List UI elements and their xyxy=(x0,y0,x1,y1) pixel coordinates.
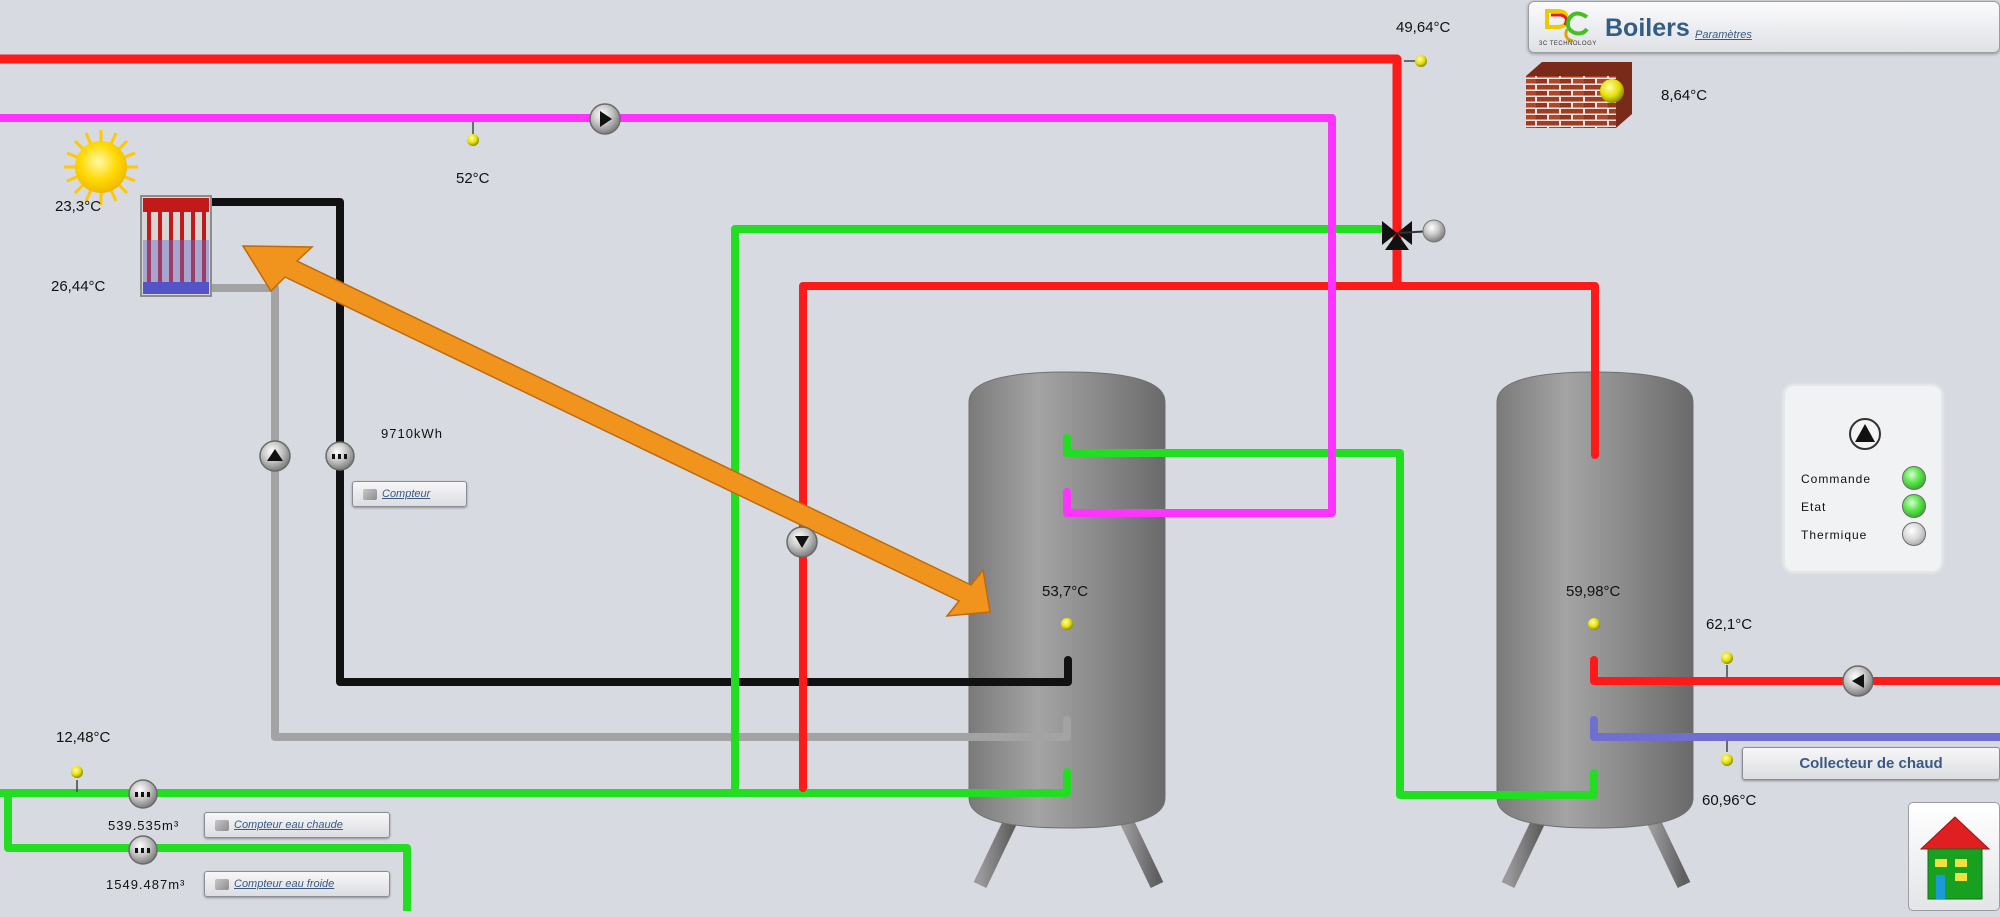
flow-meter-icon[interactable] xyxy=(128,835,158,865)
solar-transfer-arrow xyxy=(241,245,991,617)
commande-led xyxy=(1902,466,1926,490)
temp-heating-line: 52°C xyxy=(456,170,490,187)
temperature-sensor-icon xyxy=(1721,652,1733,677)
flow-meter-icon[interactable] xyxy=(128,779,158,809)
compteur-button-label: Compteur xyxy=(382,488,431,500)
logo-text: 3C TECHNOLOGY xyxy=(1539,41,1597,47)
flow-meter-icon[interactable] xyxy=(325,441,355,471)
temp-tank-1: 53,7°C xyxy=(1042,583,1089,600)
solar-panel-icon xyxy=(140,195,212,297)
meter-icon xyxy=(363,488,377,500)
cold-water-volume: 1549.487m³ xyxy=(106,877,186,892)
pipe-green-main xyxy=(0,768,1071,797)
temperature-sensor-icon xyxy=(1588,618,1600,630)
temp-solar-panel: 26,44°C xyxy=(51,278,106,295)
tank-2 xyxy=(1496,371,1694,889)
header-panel: 3C TECHNOLOGY Boilers Paramètres xyxy=(1528,1,2000,53)
temperature-sensor-icon xyxy=(1404,55,1427,67)
parameters-link[interactable]: Paramètres xyxy=(1695,29,1752,41)
temperature-sensor-icon xyxy=(467,122,479,146)
hot-water-volume: 539.535m³ xyxy=(108,818,180,833)
temp-cold-water: 12,48°C xyxy=(56,729,111,746)
temp-hot-out: 62,1°C xyxy=(1706,616,1753,633)
thermique-label: Thermique xyxy=(1801,528,1868,542)
collecteur-label: Collecteur de chaud xyxy=(1799,755,1943,772)
pump-icon[interactable] xyxy=(589,103,621,135)
pipe-blue-return xyxy=(1590,716,2000,741)
pipe-green-riser xyxy=(731,225,1384,797)
meter-icon xyxy=(215,878,229,890)
compteur-eau-chaude-button[interactable]: Compteur eau chaude xyxy=(204,812,390,838)
pipe-green-cold xyxy=(0,789,411,911)
commande-label: Commande xyxy=(1801,472,1872,486)
temperature-sensor-icon xyxy=(1061,618,1073,630)
solar-energy-reading: 9710kWh xyxy=(381,426,443,441)
pump-icon[interactable] xyxy=(259,440,291,472)
thermique-led xyxy=(1902,522,1926,546)
pump-status-panel: Commande Etat Thermique xyxy=(1784,385,1942,572)
pipe-solar-return xyxy=(208,284,1071,741)
temp-return: 60,96°C xyxy=(1702,792,1757,809)
etat-led xyxy=(1902,494,1926,518)
pipe-green-link xyxy=(1063,434,1598,799)
pump-icon[interactable] xyxy=(1842,665,1874,697)
compteur-eau-froide-button[interactable]: Compteur eau froide xyxy=(204,871,390,897)
etat-label: Etat xyxy=(1801,500,1827,514)
three-way-valve-icon[interactable] xyxy=(1382,219,1446,250)
pump-icon[interactable] xyxy=(1848,417,1882,451)
pipe-red-top xyxy=(0,54,1402,288)
tank-1 xyxy=(968,371,1166,889)
pipe-network xyxy=(0,54,2000,911)
meter-icon xyxy=(215,819,229,831)
pipe-red-loop xyxy=(799,282,1599,792)
temp-solar-sun: 23,3°C xyxy=(55,198,102,215)
temperature-sensor-icon xyxy=(71,766,83,792)
home-icon xyxy=(1919,816,1991,900)
compteur-eau-chaude-label: Compteur eau chaude xyxy=(234,819,343,831)
compteur-button[interactable]: Compteur xyxy=(352,481,467,507)
collecteur-de-chaud-button[interactable]: Collecteur de chaud xyxy=(1742,747,2000,780)
temp-outdoor: 8,64°C xyxy=(1661,87,1708,104)
temp-top-right: 49,64°C xyxy=(1396,19,1451,36)
page-title: Boilers xyxy=(1605,14,1690,42)
temperature-sensor-icon xyxy=(1721,741,1733,766)
temp-tank-2: 59,98°C xyxy=(1566,583,1621,600)
pipe-heating xyxy=(0,114,1336,517)
pipe-solar-flow xyxy=(208,198,1072,686)
home-button[interactable] xyxy=(1908,802,2000,911)
compteur-eau-froide-label: Compteur eau froide xyxy=(234,878,335,890)
brick-wall-icon xyxy=(1526,62,1632,128)
3c-logo xyxy=(1545,9,1589,43)
pump-icon[interactable] xyxy=(786,526,818,558)
sun-icon xyxy=(64,130,138,205)
